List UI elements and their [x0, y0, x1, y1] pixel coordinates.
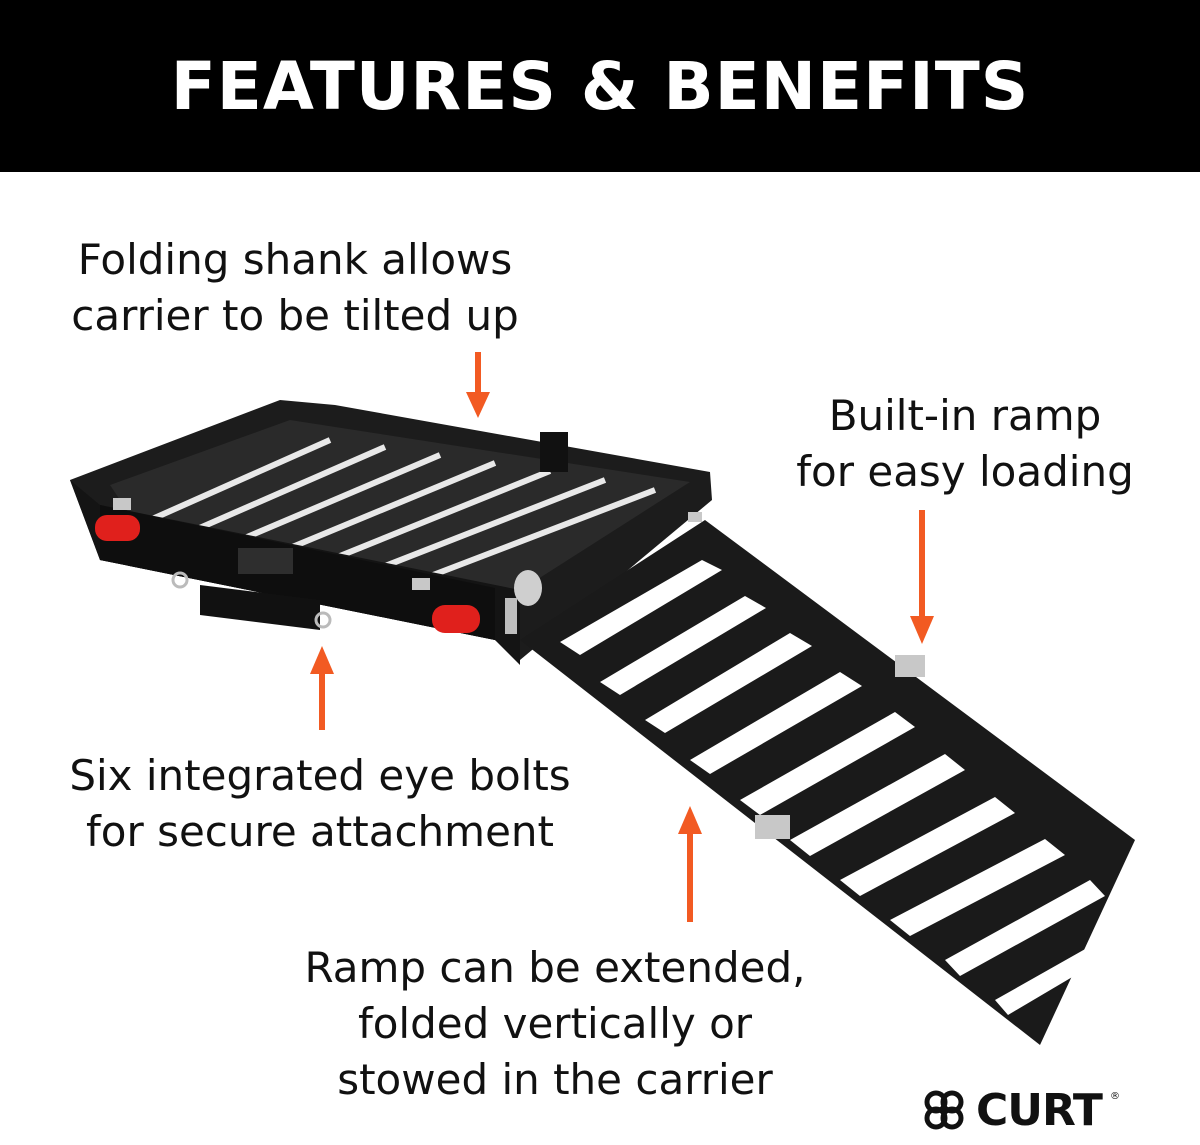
- callout-line: carrier to be tilted up: [71, 291, 519, 340]
- callout-built-in-ramp: Built-in ramp for easy loading: [770, 388, 1160, 500]
- brand-logo: CURT ®: [920, 1084, 1120, 1136]
- arrow-up-extend-icon: [678, 806, 702, 922]
- callout-arrows: [310, 352, 934, 922]
- callout-line: Ramp can be extended,: [304, 943, 806, 992]
- callout-line: for secure attachment: [85, 807, 555, 856]
- arrow-down-ramp-icon: [910, 510, 934, 644]
- callout-ramp-extend: Ramp can be extended, folded vertically …: [280, 940, 830, 1108]
- eye-bolt: [314, 611, 332, 629]
- callout-line: stowed in the carrier: [337, 1055, 773, 1104]
- curt-logo-icon: [924, 1090, 964, 1130]
- loading-ramp: [520, 520, 1135, 1045]
- callout-folding-shank: Folding shank allows carrier to be tilte…: [40, 232, 550, 344]
- callout-line: Six integrated eye bolts: [69, 751, 571, 800]
- callout-line: for easy loading: [796, 447, 1134, 496]
- reflector-left: [95, 515, 140, 541]
- cargo-carrier: [70, 400, 712, 665]
- callout-line: folded vertically or: [357, 999, 753, 1048]
- brand-name: CURT: [976, 1084, 1103, 1136]
- reflector-right: [432, 605, 480, 633]
- registered-mark-icon: ®: [1109, 1091, 1120, 1102]
- callout-eye-bolts: Six integrated eye bolts for secure atta…: [30, 748, 610, 860]
- callout-line: Built-in ramp: [828, 391, 1102, 440]
- arrow-up-eyebolts-icon: [310, 646, 334, 730]
- eye-bolt: [171, 571, 189, 589]
- page-title: FEATURES & BENEFITS: [170, 47, 1030, 125]
- arrow-down-shank-icon: [466, 352, 490, 418]
- callout-line: Folding shank allows: [77, 235, 513, 284]
- header-banner: FEATURES & BENEFITS: [0, 0, 1200, 172]
